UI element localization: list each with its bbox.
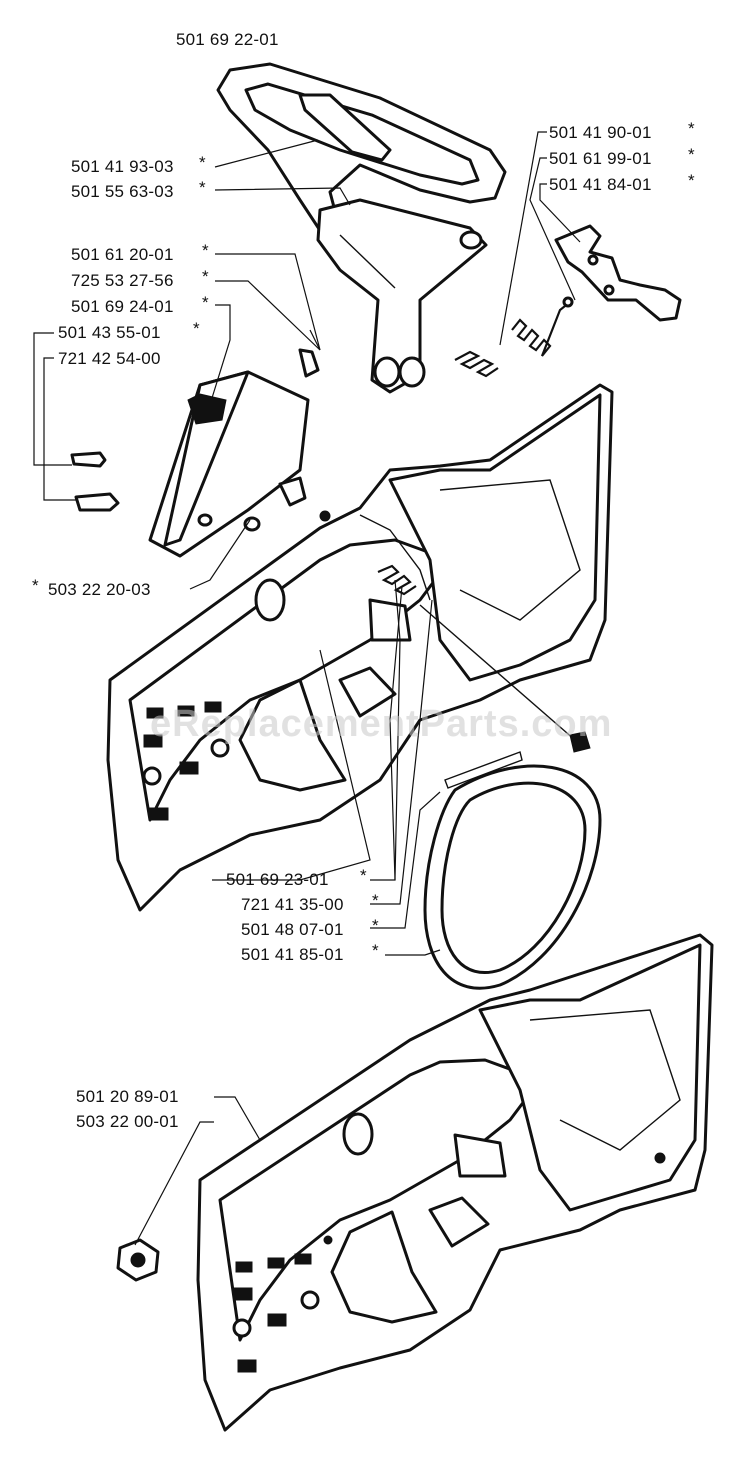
watermark: eReplacementParts.com: [150, 703, 613, 745]
brake-band: [419, 604, 602, 990]
label-501-20-89-01: 501 20 89-01: [76, 1087, 179, 1106]
label-501-41-84-01: 501 41 84-01: [549, 175, 652, 194]
label-501-41-90-01: 501 41 90-01: [549, 123, 652, 142]
asterisk: *: [372, 891, 379, 910]
asterisk: *: [202, 267, 209, 286]
label-721-41-35-00: 721 41 35-00: [241, 895, 344, 914]
asterisk: *: [688, 171, 695, 190]
asterisk: *: [688, 145, 695, 164]
label-top-handle: 501 69 22-01: [176, 30, 279, 49]
label-503-22-20-03: 503 22 20-03: [48, 580, 151, 599]
brake-spring-assembly: [454, 224, 682, 378]
label-501-48-07-01: 501 48 07-01: [241, 920, 344, 939]
label-501-69-24-01: 501 69 24-01: [71, 297, 174, 316]
label-725-53-27-56: 725 53 27-56: [71, 271, 174, 290]
clutch-cover-upper: [106, 383, 614, 912]
label-501-61-99-01: 501 61 99-01: [549, 149, 652, 168]
asterisk: *: [199, 178, 206, 197]
label-501-61-20-01: 501 61 20-01: [71, 245, 174, 264]
label-721-42-54-00: 721 42 54-00: [58, 349, 161, 368]
asterisk: *: [202, 293, 209, 312]
nut: [116, 1238, 160, 1282]
label-501-41-85-01: 501 41 85-01: [241, 945, 344, 964]
asterisk: *: [193, 319, 200, 338]
leader-lines: [33, 131, 581, 1246]
label-501-41-93-03: 501 41 93-03: [71, 157, 174, 176]
asterisk: *: [202, 241, 209, 260]
pins: [70, 451, 120, 512]
clutch-cover-lower: [196, 933, 714, 1432]
asterisk: *: [199, 153, 206, 172]
label-501-55-63-03: 501 55 63-03: [71, 182, 174, 201]
brake-guard-plate: [148, 348, 320, 558]
label-503-22-00-01: 503 22 00-01: [76, 1112, 179, 1131]
asterisk: *: [360, 866, 367, 885]
asterisk: *: [688, 119, 695, 138]
asterisk: *: [372, 916, 379, 935]
chain-brake-handle: [216, 62, 507, 394]
label-501-69-23-01: 501 69 23-01: [226, 870, 329, 889]
asterisk: *: [372, 941, 379, 960]
asterisk: *: [32, 576, 39, 595]
label-501-43-55-01: 501 43 55-01: [58, 323, 161, 342]
